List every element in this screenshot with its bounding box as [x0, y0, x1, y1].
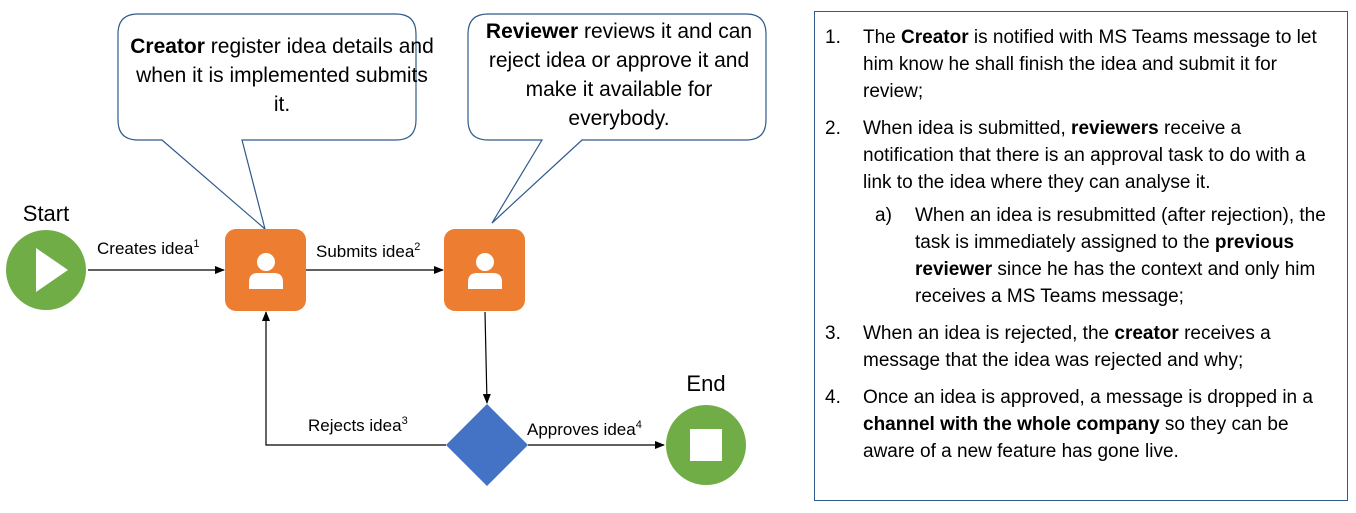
note-text-bold: creator — [1114, 323, 1179, 344]
note-sub-bold: previous reviewer — [915, 232, 1295, 280]
note-text-post: receives a message that the idea was rej… — [863, 323, 1271, 371]
reviewer-callout-text: Reviewer reviews it and can reject idea … — [476, 17, 762, 133]
creator-node — [225, 229, 306, 311]
approves-idea-label: Approves idea4 — [527, 419, 642, 439]
note-item-1: 1. The Creator is notified with MS Teams … — [815, 24, 1345, 105]
notes-list: 1. The Creator is notified with MS Teams … — [815, 24, 1345, 475]
note-number: 1. — [825, 27, 841, 48]
submits-idea-label: Submits idea2 — [316, 241, 420, 261]
note-text-post: so they can be aware of a new feature ha… — [863, 414, 1289, 462]
end-label: End — [686, 371, 725, 396]
reviewer-node — [444, 229, 525, 311]
notes-panel: 1. The Creator is notified with MS Teams … — [814, 11, 1348, 501]
submits-idea-text: Submits idea — [316, 242, 415, 261]
start-label: Start — [23, 201, 69, 226]
creator-callout-bubble — [117, 13, 417, 231]
note-text-pre: Once an idea is approved, a message is d… — [863, 387, 1313, 408]
creates-idea-text: Creates idea — [97, 239, 194, 258]
note-item-4: 4. Once an idea is approved, a message is… — [815, 384, 1345, 465]
note-sub-letter: a) — [875, 205, 892, 226]
reviewer-callout-rest: reviews it and can reject idea or approv… — [488, 20, 753, 130]
note-text-bold: channel with the whole company — [863, 414, 1160, 435]
start-node — [6, 230, 86, 310]
reviewer-callout-bold: Reviewer — [485, 20, 579, 43]
submits-idea-sup: 2 — [414, 241, 420, 253]
reviewer-callout-bubble — [467, 13, 767, 224]
note-item-2: 2. When idea is submitted, reviewers rece… — [815, 115, 1345, 310]
note-text-bold: Creator — [901, 27, 969, 48]
note-number: 3. — [825, 323, 841, 344]
process-diagram: Start End Creates idea1 Submits idea2 Re… — [6, 13, 767, 486]
note-text-pre: The — [863, 27, 902, 48]
note-sub-pre: When an idea is resubmitted (after rejec… — [915, 205, 1326, 253]
note-sub-list: a) When an idea is resubmitted (after rej… — [863, 202, 1331, 310]
creator-callout-rest: register idea details and when it is imp… — [136, 35, 434, 116]
creator-callout-bold: Creator — [130, 35, 205, 58]
note-sub-post: since he has the context and only him re… — [915, 259, 1316, 307]
note-text-bold: reviewers — [1071, 118, 1159, 139]
creator-callout-text: Creator register idea details and when i… — [126, 32, 438, 119]
rejects-idea-sup: 3 — [402, 415, 408, 427]
stop-icon — [690, 429, 722, 461]
note-item-3: 3.When an idea is rejected, the creator … — [815, 320, 1345, 374]
note-text-post: is notified with MS Teams message to let… — [863, 27, 1317, 102]
note-text-pre: When idea is submitted, — [863, 118, 1072, 139]
user-icon — [468, 253, 502, 289]
rejects-idea-text: Rejects idea — [308, 416, 402, 435]
arrow-reviewer-to-decision — [482, 311, 491, 404]
approves-idea-text: Approves idea — [527, 420, 636, 439]
note-text-pre: When an idea is rejected, the — [863, 323, 1115, 344]
creates-idea-sup: 1 — [193, 238, 199, 250]
note-text-post: receive a notification that there is an … — [863, 118, 1306, 193]
play-icon — [36, 248, 68, 292]
creates-idea-label: Creates idea1 — [97, 238, 200, 258]
approves-idea-sup: 4 — [636, 419, 642, 431]
user-icon — [249, 253, 283, 289]
note-sub-item-a: a) When an idea is resubmitted (after rej… — [863, 202, 1331, 310]
rejects-idea-label: Rejects idea3 — [308, 415, 408, 435]
note-number: 4. — [825, 387, 841, 408]
note-number: 2. — [825, 118, 841, 139]
end-node — [666, 405, 746, 485]
decision-diamond — [446, 404, 528, 486]
arrow-decision-to-creator — [262, 311, 446, 446]
